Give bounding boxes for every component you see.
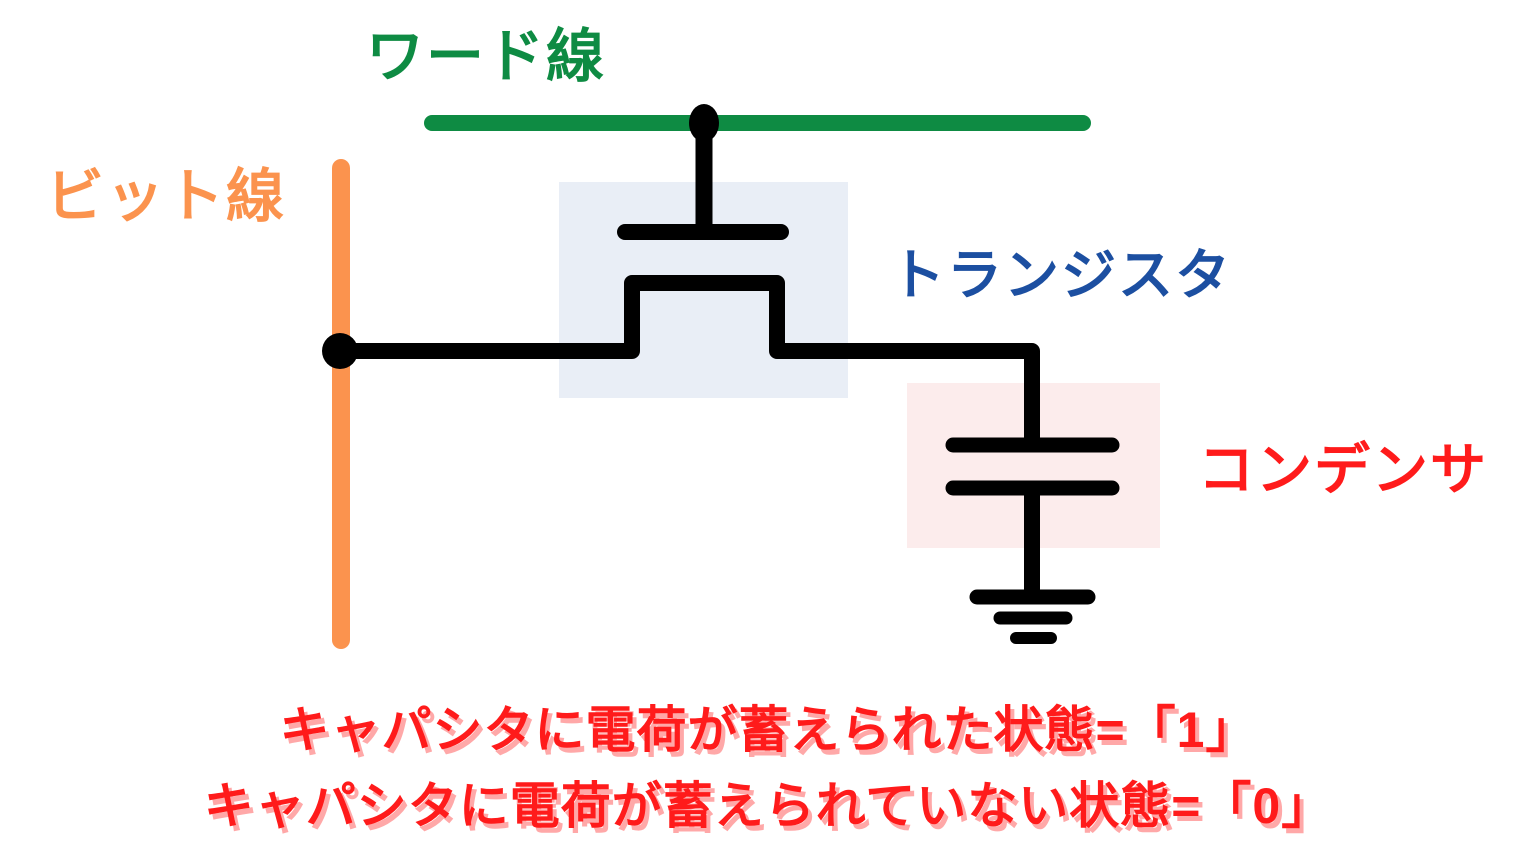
- caption: キャパシタに電荷が蓄えられた状態=「1」 キャパシタに電荷が蓄えられていない状態…: [0, 692, 1536, 844]
- source-drain-wire: [332, 275, 1040, 450]
- caption-line-2: キャパシタに電荷が蓄えられていない状態=「0」: [203, 778, 1333, 834]
- caption-line-1: キャパシタに電荷が蓄えられた状態=「1」: [279, 702, 1257, 758]
- bit-line-label: ビット線: [46, 164, 287, 229]
- bit-line-junction-dot: [322, 333, 358, 369]
- word-line-label: ワード線: [366, 24, 607, 89]
- capacitor-label: コンデンサ: [1198, 438, 1488, 501]
- transistor-label: トランジスタ: [890, 244, 1233, 306]
- word-line-junction-dot: [689, 104, 719, 142]
